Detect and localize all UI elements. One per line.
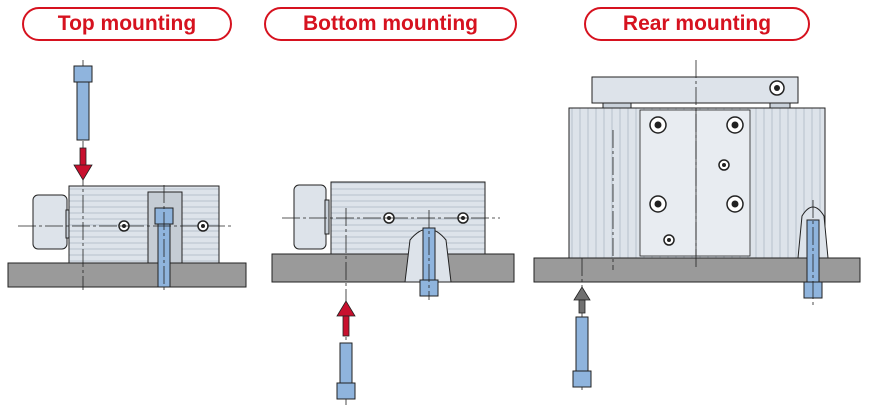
- top-loose-bolt-icon: [73, 65, 93, 141]
- top-mounting-diagram: [7, 60, 247, 290]
- bottom-loose-bolt-icon: [336, 342, 356, 400]
- top-cylinder-body: [68, 185, 220, 264]
- rear-loose-bolt-icon: [572, 316, 592, 388]
- top-rod-end-plate: [32, 194, 68, 250]
- bottom-insert-arrow-icon: [336, 300, 356, 337]
- bottom-mounting-label: Bottom mounting: [264, 7, 517, 41]
- rear-base-plate: [533, 257, 861, 283]
- bottom-rod-end-plate: [293, 184, 327, 250]
- top-base-plate: [7, 262, 247, 288]
- rear-insert-arrow-icon: [573, 286, 591, 314]
- top-insert-arrow-icon: [73, 147, 93, 181]
- rear-top-plate: [591, 76, 799, 104]
- rear-mounting-diagram: [533, 60, 861, 390]
- bottom-base-plate: [271, 253, 515, 283]
- top-mounting-label: Top mounting: [22, 7, 232, 41]
- rear-mounting-label: Rear mounting: [584, 7, 810, 41]
- bottom-mounting-diagram: [271, 181, 515, 405]
